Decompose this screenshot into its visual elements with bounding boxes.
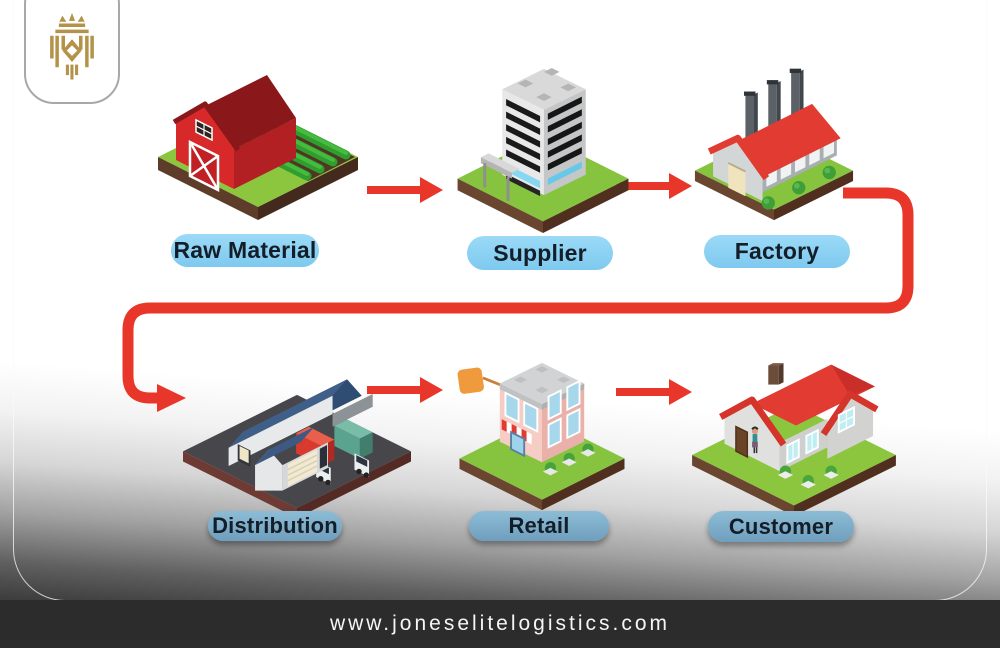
retail-label-text: Retail <box>508 513 570 538</box>
supplier-label-text: Supplier <box>493 239 587 266</box>
retail-label: Retail <box>469 511 609 541</box>
factory-illustration <box>694 68 854 221</box>
distribution-label: Distribution <box>208 511 342 541</box>
retail-illustration <box>457 362 625 511</box>
factory-label: Factory <box>704 235 850 268</box>
arrow-supplier-to-factory <box>616 173 692 199</box>
raw-material-label: Raw Material <box>171 234 319 267</box>
footer-bar: www.joneselitelogistics.com <box>0 600 1000 648</box>
customer-label: Customer <box>708 511 854 542</box>
raw-material-illustration <box>158 75 358 220</box>
distribution-label-text: Distribution <box>212 513 338 538</box>
website-url: www.joneselitelogistics.com <box>329 612 671 635</box>
supplier-label: Supplier <box>467 236 613 270</box>
customer-illustration <box>692 363 896 516</box>
raw-material-label-text: Raw Material <box>173 237 317 263</box>
factory-label-text: Factory <box>734 238 820 264</box>
supplier-illustration <box>457 67 629 233</box>
arrow-retail-to-customer <box>616 379 692 405</box>
customer-label-text: Customer <box>728 513 834 539</box>
arrow-distribution-to-retail <box>367 377 443 403</box>
distribution-illustration <box>183 379 411 518</box>
arrow-raw-to-supplier <box>367 177 443 203</box>
brand-crest-icon <box>50 13 94 80</box>
logo-card <box>24 0 120 104</box>
